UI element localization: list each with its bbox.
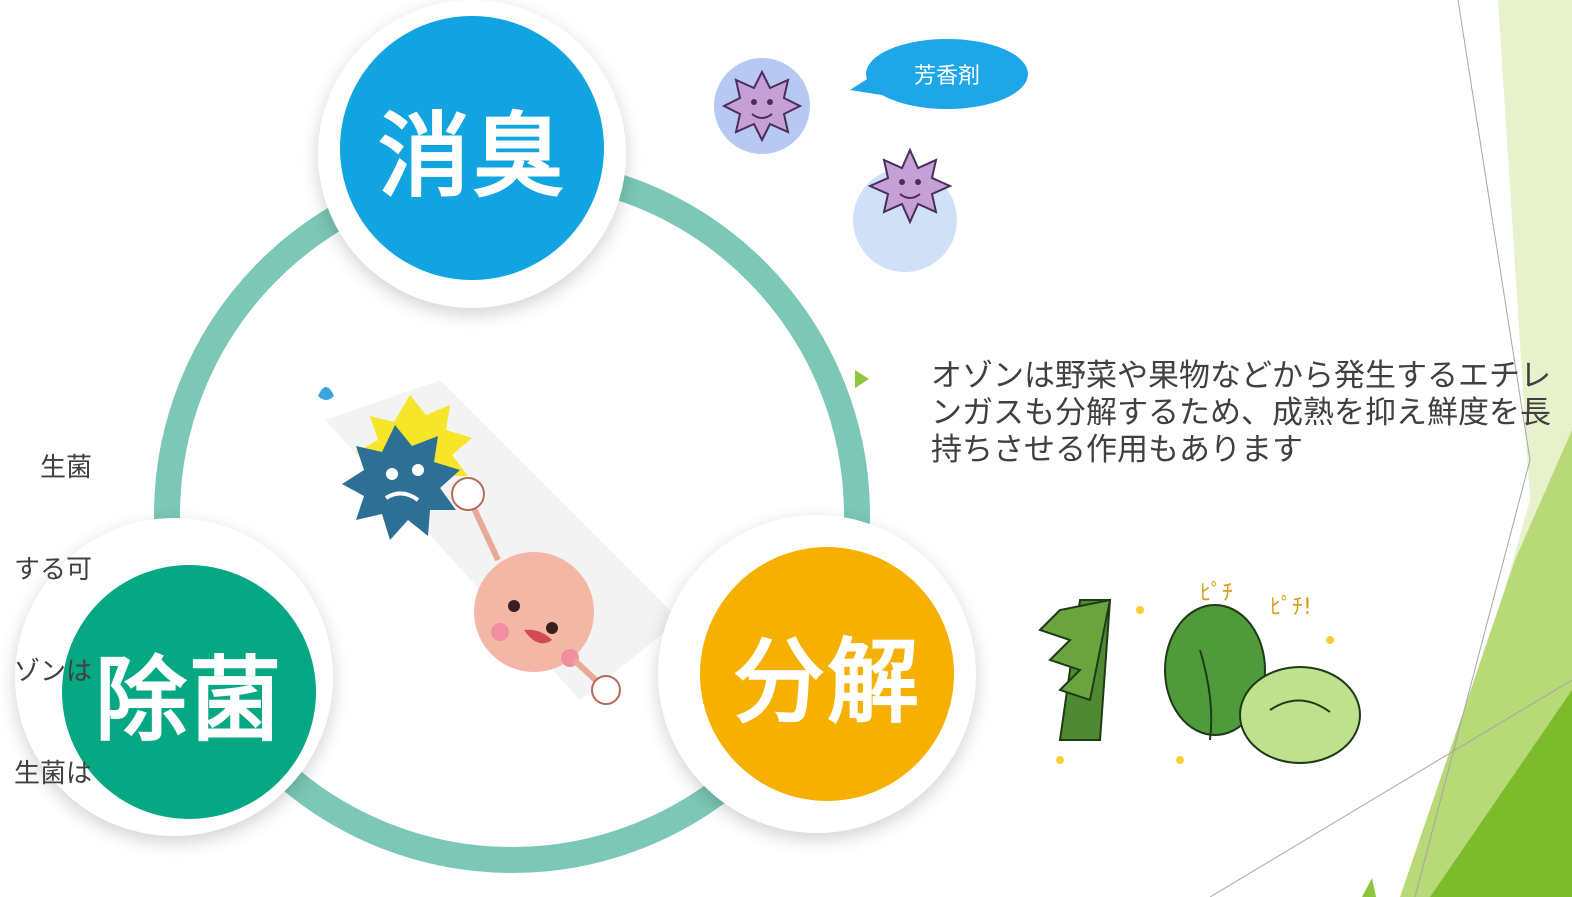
cycle-node-decompose-fill: 分解 bbox=[700, 547, 954, 801]
left-text-line: 生菌 bbox=[39, 453, 92, 483]
odor-germ-icon bbox=[714, 58, 810, 154]
cycle-node-decompose: 分解 bbox=[658, 515, 976, 833]
left-text-line: ゾンは bbox=[13, 657, 92, 687]
germ-fight-illustration bbox=[318, 380, 680, 705]
odor-germ-icon bbox=[853, 147, 957, 272]
left-body-text: 生菌 する可 ゾンは 生菌は bbox=[0, 383, 92, 825]
cycle-node-label: 分解 bbox=[732, 628, 921, 736]
green-facet-line bbox=[1457, 0, 1531, 461]
cycle-node-deodorize-fill: 消臭 bbox=[340, 16, 604, 280]
bullet-text: オゾンは野菜や果物などから発生するエチレンガスも分解するため、成熟を抑え鮮度を長… bbox=[931, 358, 1551, 468]
cycle-node-sterilize-fill: 除菌 bbox=[62, 565, 316, 819]
cycle-node-label: 消臭 bbox=[377, 102, 566, 210]
green-facet-dark bbox=[1430, 690, 1572, 897]
cycle-node-deodorize: 消臭 bbox=[318, 0, 626, 308]
left-text-line: 生菌は bbox=[13, 759, 92, 789]
triangle-bullet-icon bbox=[855, 370, 869, 388]
vegetables-illustration: ﾋﾟﾁ ﾋﾟﾁ! bbox=[1038, 581, 1361, 764]
fragrance-callout: 芳香剤 bbox=[866, 39, 1028, 109]
fragrance-callout-label: 芳香剤 bbox=[913, 64, 980, 89]
left-text-line: する可 bbox=[13, 555, 92, 585]
green-facet-line bbox=[1209, 679, 1572, 897]
svg-text:ﾋﾟﾁ!: ﾋﾟﾁ! bbox=[1270, 595, 1312, 620]
green-facet-tip bbox=[1362, 878, 1376, 897]
green-facet-line bbox=[1414, 459, 1531, 897]
cycle-node-label: 除菌 bbox=[94, 646, 283, 754]
svg-text:ﾋﾟﾁ: ﾋﾟﾁ bbox=[1200, 581, 1233, 606]
cycle-node-sterilize: 除菌 bbox=[15, 518, 333, 836]
